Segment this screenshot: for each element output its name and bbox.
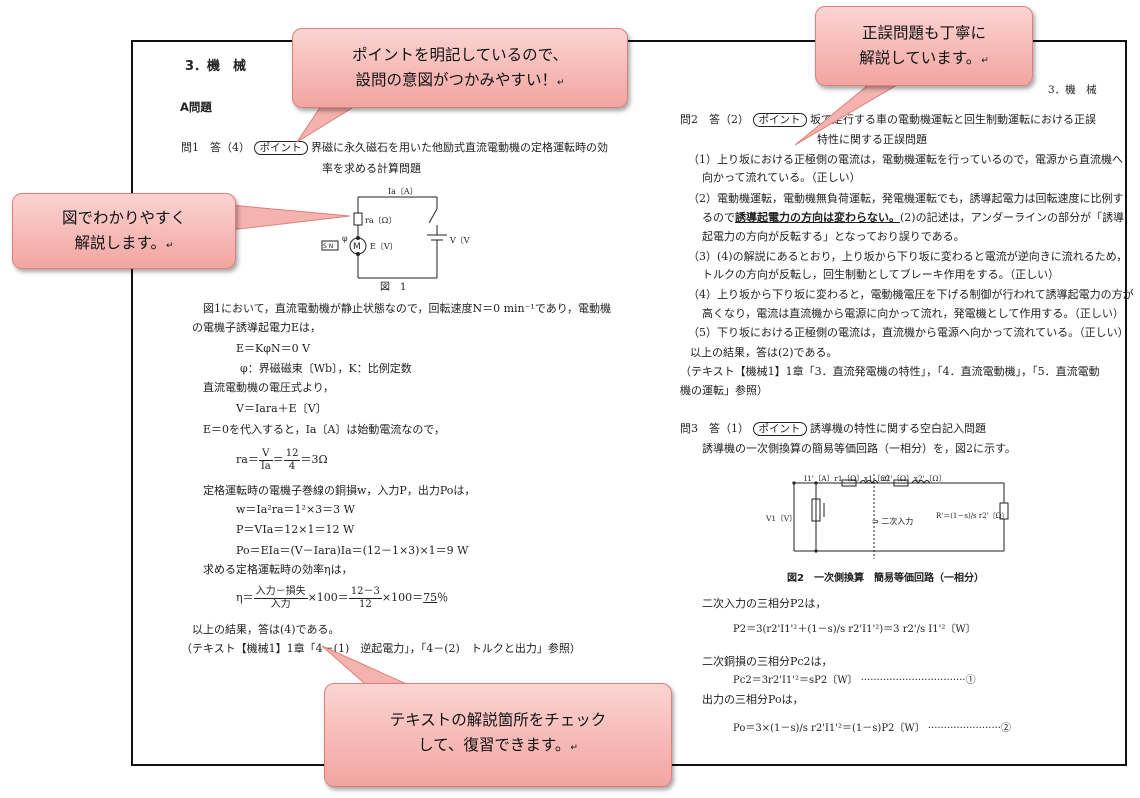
- q3-line-3: Pc2＝3r2'I1'²＝sP2〔W〕 ····················…: [733, 675, 976, 686]
- point-badge-q2: ポイント: [752, 113, 807, 127]
- left-page: [131, 40, 651, 766]
- q3-title: 誘導機の特性に関する空白記入問題: [810, 422, 986, 435]
- fig1-v-label: V〔V〕: [449, 236, 470, 245]
- q2-title: 坂で走行する車の電動機運転と回生制動運転における正誤: [810, 113, 1096, 126]
- fig2-label-i1: I1'〔A〕r1〔Ω〕x1〔Ω〕: [804, 474, 894, 483]
- l-text-9: P＝VIa＝12×1＝12 W: [236, 523, 355, 536]
- q3-line-1: 二次入力の三相分P2は，: [702, 597, 827, 610]
- q1-heading: 問1 答（4） ポイント 界磁に永久磁石を用いた他励式直流電動機の定格運転時の効: [181, 141, 608, 155]
- q3-line-0: 誘導機の一次側換算の簡易等価回路（一相分）を，図2に示す。: [702, 442, 1016, 455]
- callout-text: テキストの解説箇所をチェック して、復習できます。↵: [324, 683, 672, 787]
- l-text-12: 以上の結果，答は(4)である。: [192, 623, 340, 636]
- q3-line-2: 二次銅損の三相分Pc2は，: [702, 655, 833, 668]
- l-text-8: w＝Ia²ra＝1²×3＝3 W: [236, 503, 355, 516]
- r-item-12: 以上の結果，答は(2)である。: [690, 346, 838, 359]
- q3-eq-p2: P2＝3(r2'I1'²＋(1－s)/s r2'I1'²)＝3 r2'/s I1…: [733, 624, 976, 635]
- l-text-6: E＝0を代入すると，Ia〔A〕は始動電流なので，: [203, 423, 445, 436]
- fig1-ia-label: Ia〔A〕: [388, 187, 418, 196]
- r-item-11: （5）下り坂における正極側の電流は，直流機から電源へ向かって流れている。（正しい…: [688, 326, 1129, 339]
- q2-answer: 問2 答（2）: [680, 113, 749, 126]
- fig2-label-r2: r2'〔Ω〕x2'〔Ω〕: [882, 474, 946, 483]
- fig1-ra-label: ra〔Ω〕: [365, 216, 396, 225]
- fig1-phi-label: φ: [342, 234, 348, 243]
- r-item-9: （4）上り坂から下り坂に変わると，電動機電圧を下げる制御が行われて誘導起電力の方…: [688, 288, 1134, 301]
- r-item-10: 高くなり，電流は直流機から電源に向かって流れ，発電機として作用する。（正しい）: [702, 307, 1124, 320]
- callout-point: ポイントを明記しているので、 設問の意図がつかみやすい！↵: [292, 28, 628, 108]
- l-text-1: の電機子誘導起電力Eは，: [192, 321, 322, 334]
- figure-1-caption: 図 1: [380, 282, 407, 293]
- figure-2-circuit: I1'〔A〕r1〔Ω〕x1〔Ω〕 r2'〔Ω〕x2'〔Ω〕 V1〔V〕 ⇒ 二次…: [765, 474, 1009, 559]
- l-text-5: V＝Iara＋E〔V〕: [236, 402, 327, 415]
- q1-title-cont: 率を求める計算問題: [322, 162, 421, 175]
- point-badge-q3: ポイント: [752, 422, 807, 436]
- fig1-motor-label: M: [353, 242, 361, 252]
- fig1-magnet-label: S N: [323, 243, 333, 250]
- l-text-10: Po＝EIa＝(V－Iara)Ia＝(12－1×3)×1＝9 W: [236, 544, 469, 557]
- l-text-11: 求める定格運転時の効率ηは，: [203, 563, 353, 576]
- q2-heading: 問2 答（2） ポイント 坂で走行する車の電動機運転と回生制動運転における正誤: [680, 113, 1096, 127]
- fig2-label-input: ⇒ 二次入力: [872, 516, 913, 526]
- right-header: 3．機 械: [1048, 84, 1097, 96]
- section-title: A問題: [180, 100, 212, 114]
- q3-answer: 問3 答（1）: [680, 422, 749, 435]
- fig2-label-v1: V1〔V〕: [765, 514, 797, 523]
- fig2-label-r: R'＝(1－s)/s r2'〔Ω〕: [936, 512, 1008, 520]
- r-item-7: （3）(4)の解説にあるとおり，上り坂から下り坂に変わると電流が逆向きに流れるた…: [688, 250, 1128, 263]
- callout-figure: 図でわかりやすく 解説します。↵: [12, 193, 236, 269]
- fig1-e-label: E〔V〕: [370, 242, 398, 251]
- r-item-2: （2）電動機運転，電動機無負荷運転，発電機運転でも，誘導起電力は回転速度に比例す: [688, 192, 1124, 205]
- l-text-0: 図1において，直流電動機が静止状態なので，回転速度N＝0 min⁻¹であり，電動…: [203, 302, 611, 315]
- r-item-13: （テキスト【機械1】1章「3．直流発電機の特性」，「4．直流電動機」，「5．直流…: [680, 365, 1100, 378]
- r-item-6: 起電力の方向が反転する」となっており誤りである。: [702, 230, 965, 243]
- q3-line-4: 出力の三相分Poは，: [702, 693, 804, 706]
- r-item-1: 向かって流れている。（正しい）: [702, 171, 861, 184]
- callout-truefalse: 正誤問題も丁寧に 解説しています。↵: [815, 6, 1033, 86]
- r-item-14: 機の運転」参照）: [680, 384, 768, 397]
- figure-2-caption: 図2 一次側換算 簡易等価回路（一相分）: [787, 573, 984, 584]
- l-text-7: 定格運転時の電機子巻線の銅損w，入力P，出力Poは，: [203, 484, 476, 497]
- right-page: [651, 40, 1127, 766]
- q1-answer: 問1 答（4）: [181, 141, 250, 154]
- l-text-2: E＝KφN＝0 V: [236, 342, 311, 355]
- q3-heading: 問3 答（1） ポイント 誘導機の特性に関する空白記入問題: [680, 422, 986, 436]
- r-item-8: トルクの方向が反転し，回生制動としてブレーキ作用をする。（正しい）: [702, 268, 1060, 281]
- l-text-3: φ：界磁磁束〔Wb〕，K：比例定数: [240, 362, 412, 375]
- q3-line-5: Po＝3×(1－s)/s r2'I1'²＝(1－s)P2〔W〕 ········…: [733, 723, 1011, 734]
- underline-text: 誘導起電力の方向は変わらない。: [735, 211, 900, 224]
- r-item-0: （1）上り坂における正極側の電流は，電動機運転を行っているので，電源から直流機へ: [688, 153, 1124, 166]
- figure-1-circuit: Ia〔A〕 ra〔Ω〕 φ S N M E〔V〕 V〔V〕: [321, 187, 470, 279]
- q2-title-cont: 特性に関する正誤問題: [817, 133, 927, 146]
- point-badge: ポイント: [253, 141, 308, 155]
- r-item-3: るので誘導起電力の方向は変わらない。(2)の記述は，アンダーラインの部分が「誘導: [702, 211, 1125, 224]
- l-text-4: 直流電動機の電圧式より，: [203, 381, 335, 394]
- chapter-title: 3．機 械: [185, 59, 247, 74]
- l-text-ref: （テキスト【機械1】1章「4－(1) 逆起電力」，「4－(2) トルクと出力」参…: [181, 642, 581, 655]
- q1-title: 界磁に永久磁石を用いた他励式直流電動機の定格運転時の効: [311, 141, 608, 154]
